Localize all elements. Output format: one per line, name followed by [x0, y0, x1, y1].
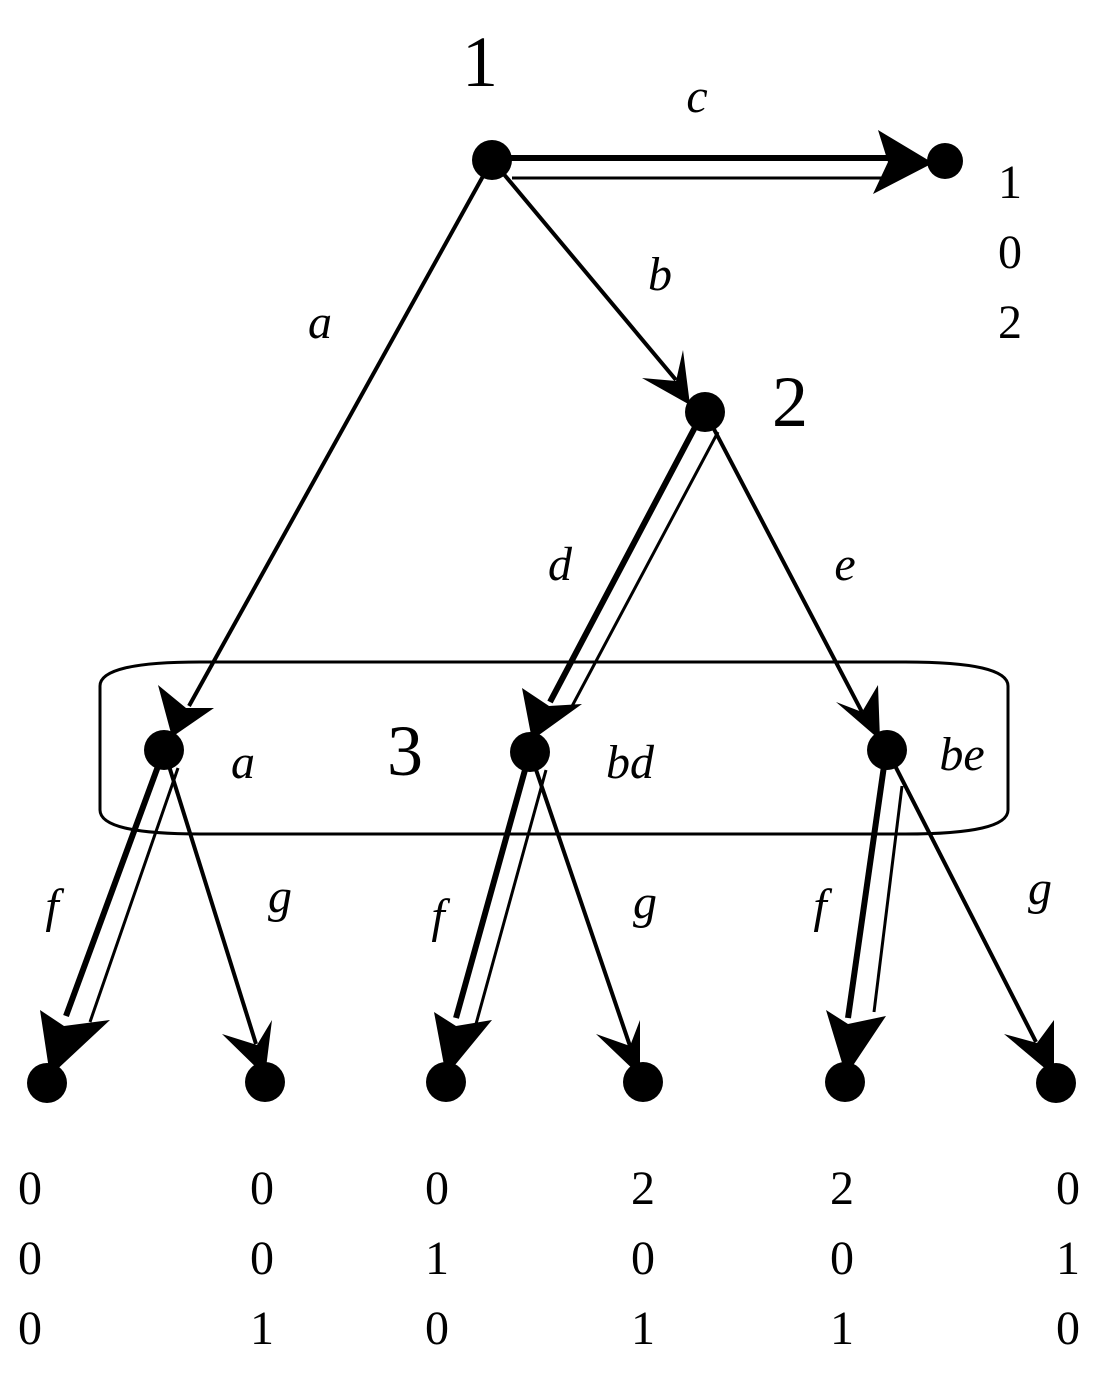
terminal-node-a-f [27, 1063, 67, 1103]
payoff-a-g: 0 0 1 [250, 1162, 274, 1355]
arrowhead-c [873, 130, 933, 194]
decision-node-a [144, 730, 184, 770]
payoff-value: 1 [1056, 1232, 1080, 1285]
payoff-value: 1 [998, 156, 1022, 209]
edge-d-main [547, 412, 705, 704]
nodes [27, 140, 1076, 1103]
decision-node-be [867, 730, 907, 770]
payoff-value: 1 [425, 1232, 449, 1285]
arrowhead-bd-f [434, 1012, 492, 1076]
edge-d-parallel [568, 431, 720, 711]
terminal-node-bd-f [426, 1062, 466, 1102]
payoff-value: 0 [425, 1302, 449, 1355]
decision-node-player-1 [472, 140, 512, 180]
payoff-value: 0 [18, 1232, 42, 1285]
arrowhead-be-g [1004, 1020, 1054, 1076]
payoff-value: 0 [18, 1162, 42, 1215]
terminal-node-c [927, 143, 963, 179]
payoff-a-f: 0 0 0 [18, 1162, 42, 1355]
payoff-value: 0 [425, 1162, 449, 1215]
player-2-label: 2 [772, 362, 808, 442]
payoff-bd-f: 0 1 0 [425, 1162, 449, 1355]
payoff-c-terminal: 1 0 2 [998, 156, 1022, 349]
info-set-label-bd: bd [606, 736, 655, 789]
edge-be-g [885, 749, 1038, 1043]
edge-a-g [162, 749, 258, 1045]
edge-bd-f-main [453, 751, 533, 1019]
arrowhead-a-f [40, 1010, 110, 1076]
edge-be-f-parallel [872, 785, 904, 1013]
payoff-value: 0 [250, 1232, 274, 1285]
terminal-node-be-g [1036, 1063, 1076, 1103]
payoff-value: 2 [998, 296, 1022, 349]
action-label-g-left: g [268, 870, 292, 923]
equilibrium-edges [63, 155, 905, 1025]
information-set-player-3 [98, 660, 1010, 836]
arrowhead-b [642, 350, 690, 405]
action-label-f-right: f [813, 880, 832, 933]
payoff-value: 0 [830, 1232, 854, 1285]
payoff-value: 1 [250, 1302, 274, 1355]
payoff-value: 0 [18, 1302, 42, 1355]
arrowhead-be-f [826, 1010, 886, 1076]
arrowheads [40, 130, 1054, 1076]
info-set-label-a: a [231, 736, 255, 789]
action-label-g-right: g [1028, 862, 1052, 915]
player-3-label: 3 [387, 711, 423, 791]
action-label-f-mid: f [431, 890, 450, 943]
payoff-value: 0 [998, 226, 1022, 279]
payoff-value: 2 [830, 1162, 854, 1215]
payoff-value: 0 [631, 1232, 655, 1285]
decision-node-bd [510, 732, 550, 772]
terminal-node-bd-g [623, 1062, 663, 1102]
arrowhead-bd-g [596, 1020, 640, 1076]
arrowhead-d [522, 688, 582, 740]
action-label-d: d [548, 538, 573, 591]
action-label-e: e [834, 538, 855, 591]
edge-be-f-main [845, 751, 889, 1019]
payoff-bd-g: 2 0 1 [631, 1162, 655, 1355]
payoff-value: 0 [1056, 1162, 1080, 1215]
payoff-value: 0 [250, 1162, 274, 1215]
decision-node-player-2 [685, 392, 725, 432]
edge-b [490, 158, 678, 382]
edge-a-f-main [63, 748, 167, 1018]
payoff-be-g: 0 1 0 [1056, 1162, 1080, 1355]
payoff-be-f: 2 0 1 [830, 1162, 854, 1355]
edges [162, 158, 1038, 1047]
info-set-label-be: be [939, 728, 984, 781]
payoff-value: 1 [631, 1302, 655, 1355]
payoff-value: 0 [1056, 1302, 1080, 1355]
payoff-value: 2 [631, 1162, 655, 1215]
terminal-node-be-f [825, 1062, 865, 1102]
arrowhead-a-g [222, 1020, 272, 1076]
edge-a-f-parallel [88, 767, 180, 1023]
action-label-c: c [686, 70, 707, 123]
action-label-g-mid: g [633, 876, 657, 929]
arrowhead-e [836, 685, 880, 740]
edge-a [187, 159, 494, 707]
action-label-f-left: f [45, 880, 64, 933]
player-1-label: 1 [462, 22, 498, 102]
payoff-value: 1 [830, 1302, 854, 1355]
action-label-a: a [308, 296, 332, 349]
action-label-b: b [648, 248, 672, 301]
edge-e [703, 411, 864, 713]
edge-bd-g [528, 751, 632, 1047]
terminal-node-a-g [245, 1062, 285, 1102]
edge-bd-f-parallel [474, 769, 548, 1025]
arrowhead-a [158, 685, 214, 737]
